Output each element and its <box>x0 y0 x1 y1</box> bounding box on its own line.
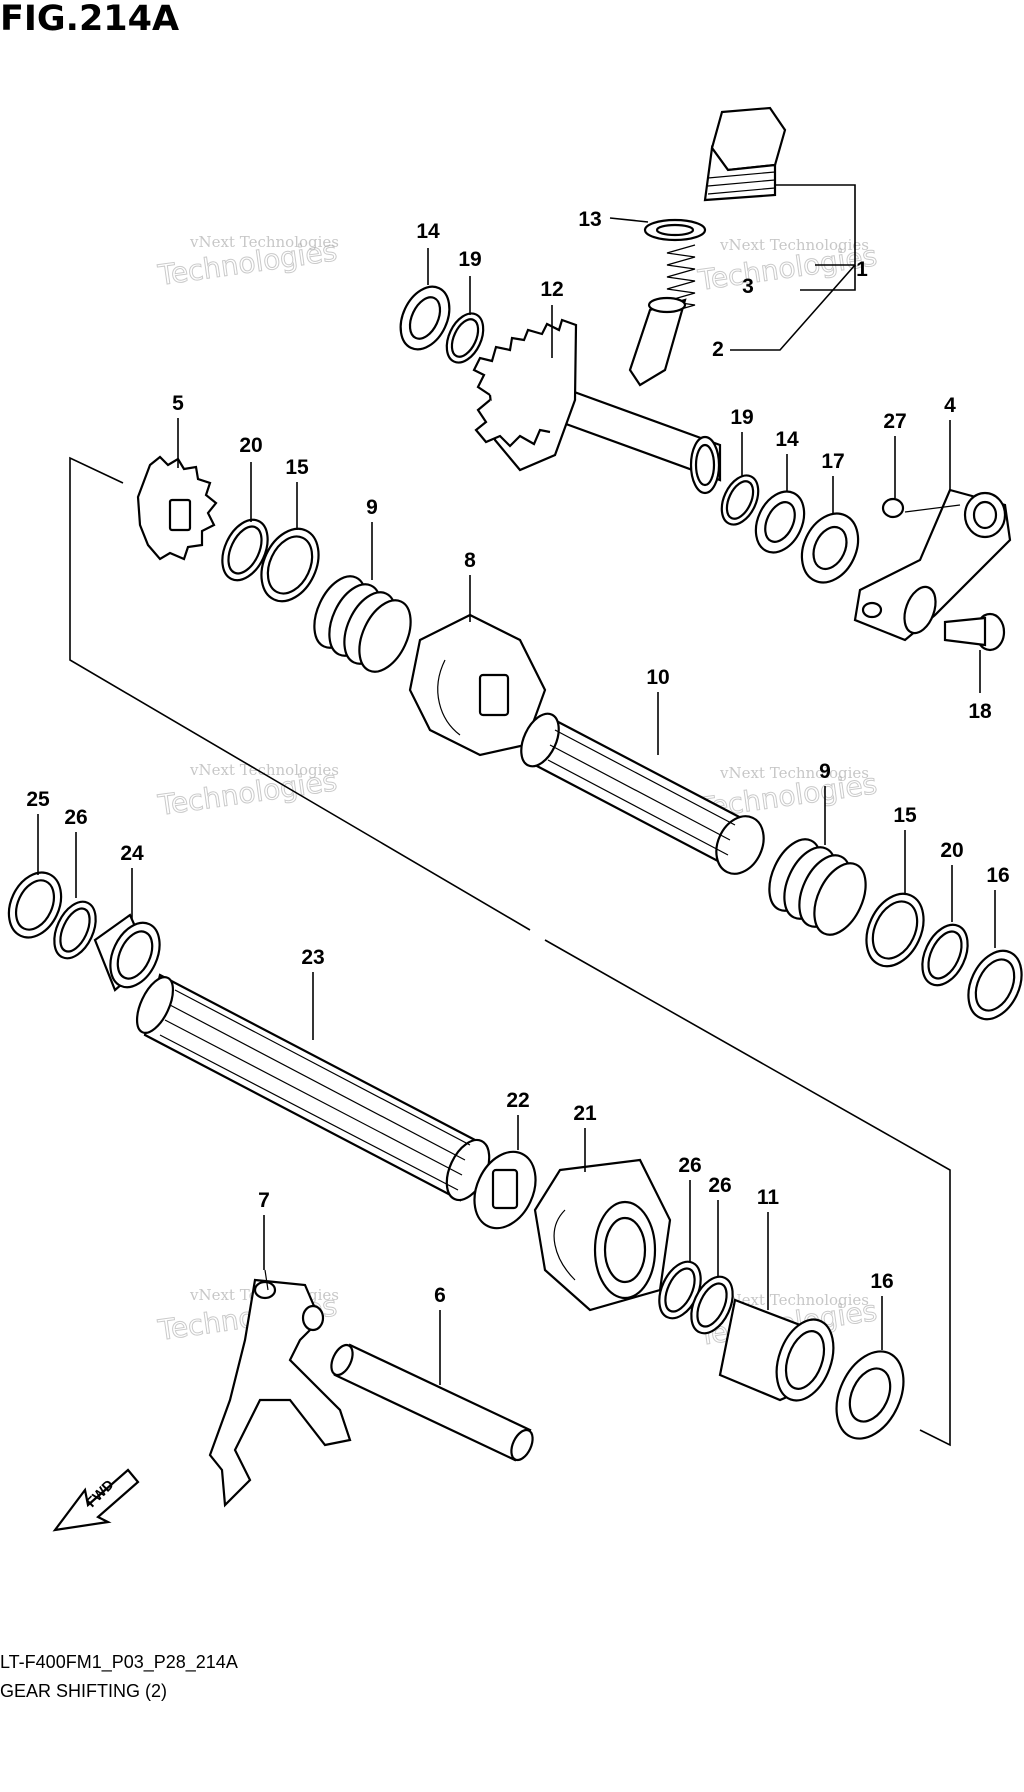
spring-9 <box>313 575 412 673</box>
callout-label: 23 <box>301 946 324 969</box>
callout-label: 2 <box>712 338 724 361</box>
callout-label: 4 <box>944 394 956 417</box>
bearing-17-inner <box>812 525 848 571</box>
callout-label: 27 <box>883 410 906 433</box>
callout-label: 6 <box>434 1284 446 1307</box>
callout-label: 26 <box>708 1174 731 1197</box>
callout-label: 20 <box>940 839 963 862</box>
callout-label: 14 <box>775 428 799 451</box>
washer-25-hole <box>14 879 56 931</box>
callout-label: 15 <box>893 804 917 827</box>
leader-line <box>745 184 856 266</box>
washer-14-hole <box>408 296 442 340</box>
pin-2 <box>628 296 687 387</box>
figure-title: FIG.214A <box>0 0 180 39</box>
bearing-11 <box>718 1298 835 1402</box>
callout-label: 19 <box>730 406 753 429</box>
assembly-bracket-line <box>69 456 531 931</box>
callout-label: 24 <box>120 842 144 865</box>
callout-label: 10 <box>646 666 669 689</box>
shift-drum-21 <box>533 1158 672 1312</box>
circlip-20-hole <box>227 525 263 575</box>
callout-label: 5 <box>172 392 184 415</box>
watermark-text: vNext Technologies <box>189 233 339 251</box>
figure-name: GEAR SHIFTING (2) <box>0 1681 168 1701</box>
circlip-26-hole <box>664 1267 696 1313</box>
circlip-19-hole <box>450 318 480 358</box>
callout-label: 7 <box>258 1189 270 1212</box>
callout-label: 18 <box>968 700 992 723</box>
watermark-text: vNext Technologies <box>189 761 339 779</box>
spring-9 <box>768 838 867 936</box>
callout-label: 16 <box>986 864 1009 887</box>
callout-label: 17 <box>821 450 844 473</box>
fwd-direction-arrow: FWD <box>52 1468 140 1532</box>
circlip-26-hole <box>59 907 91 953</box>
circlip-19-hole <box>725 480 755 520</box>
watermark-text: vNext Technologies <box>719 236 869 254</box>
fork-shaft-6 <box>330 1343 534 1462</box>
callout-label: 9 <box>366 496 378 519</box>
washer-15-hole <box>266 535 314 595</box>
callout-label: 1 <box>856 258 868 281</box>
shaft-10 <box>520 712 765 875</box>
washer-14-hole <box>764 501 796 543</box>
washer-15-hole <box>871 900 919 960</box>
callout-label: 15 <box>285 456 309 479</box>
callout-label: 14 <box>416 220 440 243</box>
plug-bolt <box>703 106 787 202</box>
callout-label: 19 <box>458 248 481 271</box>
bolt-18 <box>943 612 1006 652</box>
callout-label: 21 <box>573 1102 597 1125</box>
washer-16-hole <box>974 958 1016 1012</box>
circlip-26-hole <box>696 1282 728 1328</box>
leader-line <box>800 265 856 291</box>
callout-label: 25 <box>26 788 50 811</box>
callout-label: 9 <box>819 760 831 783</box>
callout-label: 26 <box>678 1154 701 1177</box>
callout-label: 12 <box>540 278 563 301</box>
shift-fork-7 <box>208 1269 352 1508</box>
callout-labels: 14 19 12 13 1 3 2 5 20 15 9 8 10 19 14 1… <box>26 208 1009 1307</box>
leader-line <box>730 264 856 351</box>
watermark-text: vNext Technologies <box>719 1291 869 1309</box>
assembly-bracket-line <box>544 939 951 1447</box>
bushing-24 <box>93 913 161 992</box>
callout-label: 22 <box>506 1089 529 1112</box>
callout-label: 3 <box>742 275 754 298</box>
figure-code: LT-F400FM1_P03_P28_214A <box>0 1652 238 1672</box>
leader-lines <box>37 248 996 1385</box>
shaft-23 <box>135 973 491 1202</box>
callout-label: 16 <box>870 1270 893 1293</box>
callout-label: 11 <box>757 1186 780 1209</box>
callout-label: 8 <box>464 549 476 572</box>
nut-27 <box>881 497 905 519</box>
callout-label: 26 <box>64 806 87 829</box>
leader-line <box>609 217 649 223</box>
gear-5 <box>136 455 218 561</box>
watermark-text: vNext Technologies <box>719 764 869 782</box>
washer-13-hole <box>655 223 695 237</box>
gearshift-shaft-12 <box>472 318 722 495</box>
callout-label: 13 <box>578 208 601 231</box>
callout-label: 20 <box>239 434 262 457</box>
washer-16-hole <box>848 1367 892 1423</box>
circlip-20-hole <box>927 930 963 980</box>
stopper-plate-22 <box>473 1150 537 1230</box>
shift-arm-4 <box>853 488 1012 642</box>
